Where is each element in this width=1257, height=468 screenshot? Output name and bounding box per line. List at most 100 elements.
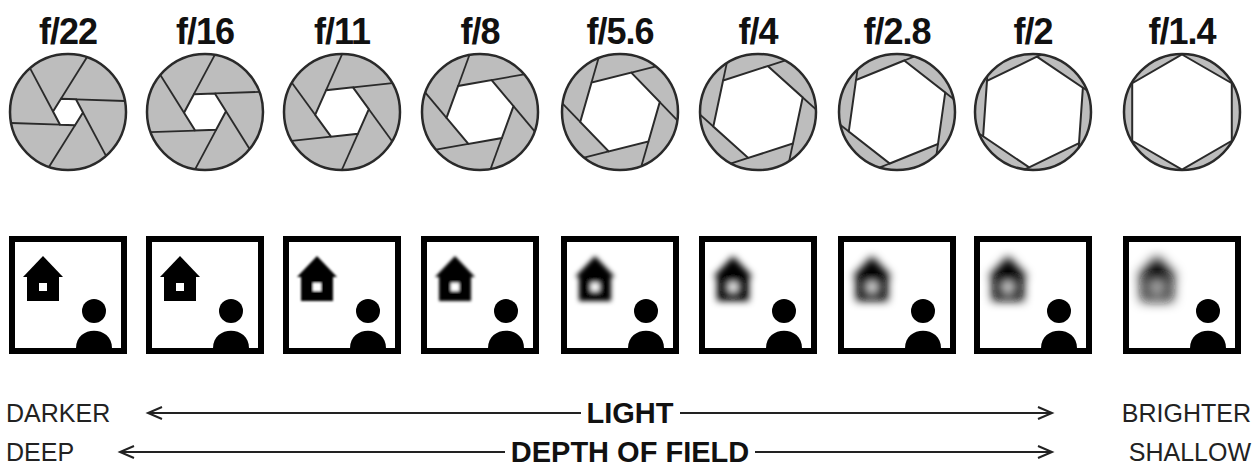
blade-edge: [30, 68, 53, 111]
house-window: [39, 283, 47, 291]
blade-edge: [1130, 139, 1133, 141]
blade-edge: [563, 104, 581, 122]
house-figure: [852, 256, 892, 301]
aperture-opening: [184, 93, 226, 130]
house-body: [164, 275, 196, 301]
frame-border: [841, 239, 953, 351]
blade-edge: [840, 125, 848, 131]
person-body: [488, 331, 524, 348]
blade-edge: [83, 113, 106, 156]
person-body: [350, 331, 386, 348]
house-roof: [852, 256, 892, 277]
house-roof: [575, 256, 615, 277]
blade-edge: [945, 93, 953, 99]
blade-edge: [49, 125, 75, 167]
house-roof: [297, 256, 337, 277]
house-body: [27, 275, 59, 301]
aperture-icon: [147, 54, 263, 170]
person-head: [494, 299, 518, 323]
person-body: [1190, 331, 1226, 348]
house-window: [176, 283, 184, 291]
f-stop-label: f/11: [308, 14, 376, 50]
blade-edge: [458, 55, 469, 86]
aperture-ring: [10, 54, 126, 170]
arrow-head: [120, 446, 134, 458]
blade-edge: [856, 70, 857, 80]
person-body: [213, 331, 249, 348]
f-stop-label: f/16: [170, 14, 240, 50]
house-window: [1153, 283, 1161, 291]
person-head: [219, 299, 243, 323]
house-window: [729, 283, 737, 291]
house-roof: [713, 256, 753, 277]
blade-edge: [768, 61, 785, 67]
person-head: [911, 299, 935, 323]
blade-edge: [513, 106, 534, 131]
person-head: [82, 299, 106, 323]
house-window: [313, 283, 321, 291]
house-body: [717, 275, 749, 301]
person-head: [356, 299, 380, 323]
house-roof: [988, 256, 1028, 277]
blade-edge: [937, 144, 938, 154]
aperture-icon: [422, 54, 538, 170]
frame-border: [564, 239, 676, 351]
aperture-opening: [849, 61, 945, 164]
blade-edge: [195, 130, 216, 169]
photo-frame: [1126, 239, 1238, 351]
photo-frame: [12, 239, 124, 351]
blade-edge: [723, 63, 727, 80]
aperture-ring: [700, 54, 816, 170]
blade-edge: [631, 66, 656, 72]
house-body: [992, 275, 1024, 301]
axis-end-label: DEEP: [0, 440, 80, 465]
aperture-icon: [10, 54, 126, 170]
blade-edge: [215, 92, 260, 94]
photo-frame: [424, 239, 536, 351]
frame-border: [1126, 239, 1238, 351]
house-figure: [713, 256, 753, 301]
aperture-opening: [53, 99, 83, 125]
blade-edge: [1131, 81, 1133, 84]
blade-edge: [353, 83, 392, 87]
blade-edge: [731, 158, 748, 164]
frame-border: [286, 239, 398, 351]
blade-edge: [1083, 88, 1087, 91]
blade-edge: [1025, 167, 1029, 169]
blade-edge: [660, 102, 678, 120]
blade-edge: [700, 115, 713, 127]
house-figure: [575, 256, 615, 301]
aperture-icon: [562, 54, 678, 170]
photo-frame: [977, 239, 1089, 351]
blade-edge: [292, 83, 315, 115]
frame-border: [977, 239, 1089, 351]
frame-border: [702, 239, 814, 351]
f-stop-label: f/4: [732, 14, 783, 50]
house-window: [868, 283, 876, 291]
house-figure: [160, 256, 200, 301]
person-body: [905, 331, 941, 348]
blade-edge: [61, 57, 87, 99]
house-figure: [297, 256, 337, 301]
blade-edge: [641, 141, 648, 165]
house-body: [1141, 275, 1173, 301]
blade-edge: [1037, 55, 1041, 57]
blade-edge: [986, 76, 988, 81]
aperture-opening: [447, 80, 514, 144]
blade-edge: [76, 99, 125, 101]
photo-frame: [841, 239, 953, 351]
blade-edge: [803, 97, 816, 109]
house-window: [451, 283, 459, 291]
aperture-opening: [315, 87, 369, 136]
f-stop-label: f/22: [33, 14, 103, 50]
axis-end-label: BRIGHTER: [1116, 401, 1257, 426]
person-body: [1041, 331, 1077, 348]
blade-edge: [436, 144, 468, 150]
frame-border: [12, 239, 124, 351]
blade-edge: [160, 75, 184, 113]
aperture-ring: [1124, 54, 1240, 170]
house-body: [579, 275, 611, 301]
aperture-ring: [975, 54, 1091, 170]
house-window: [591, 283, 599, 291]
person-body: [628, 331, 664, 348]
